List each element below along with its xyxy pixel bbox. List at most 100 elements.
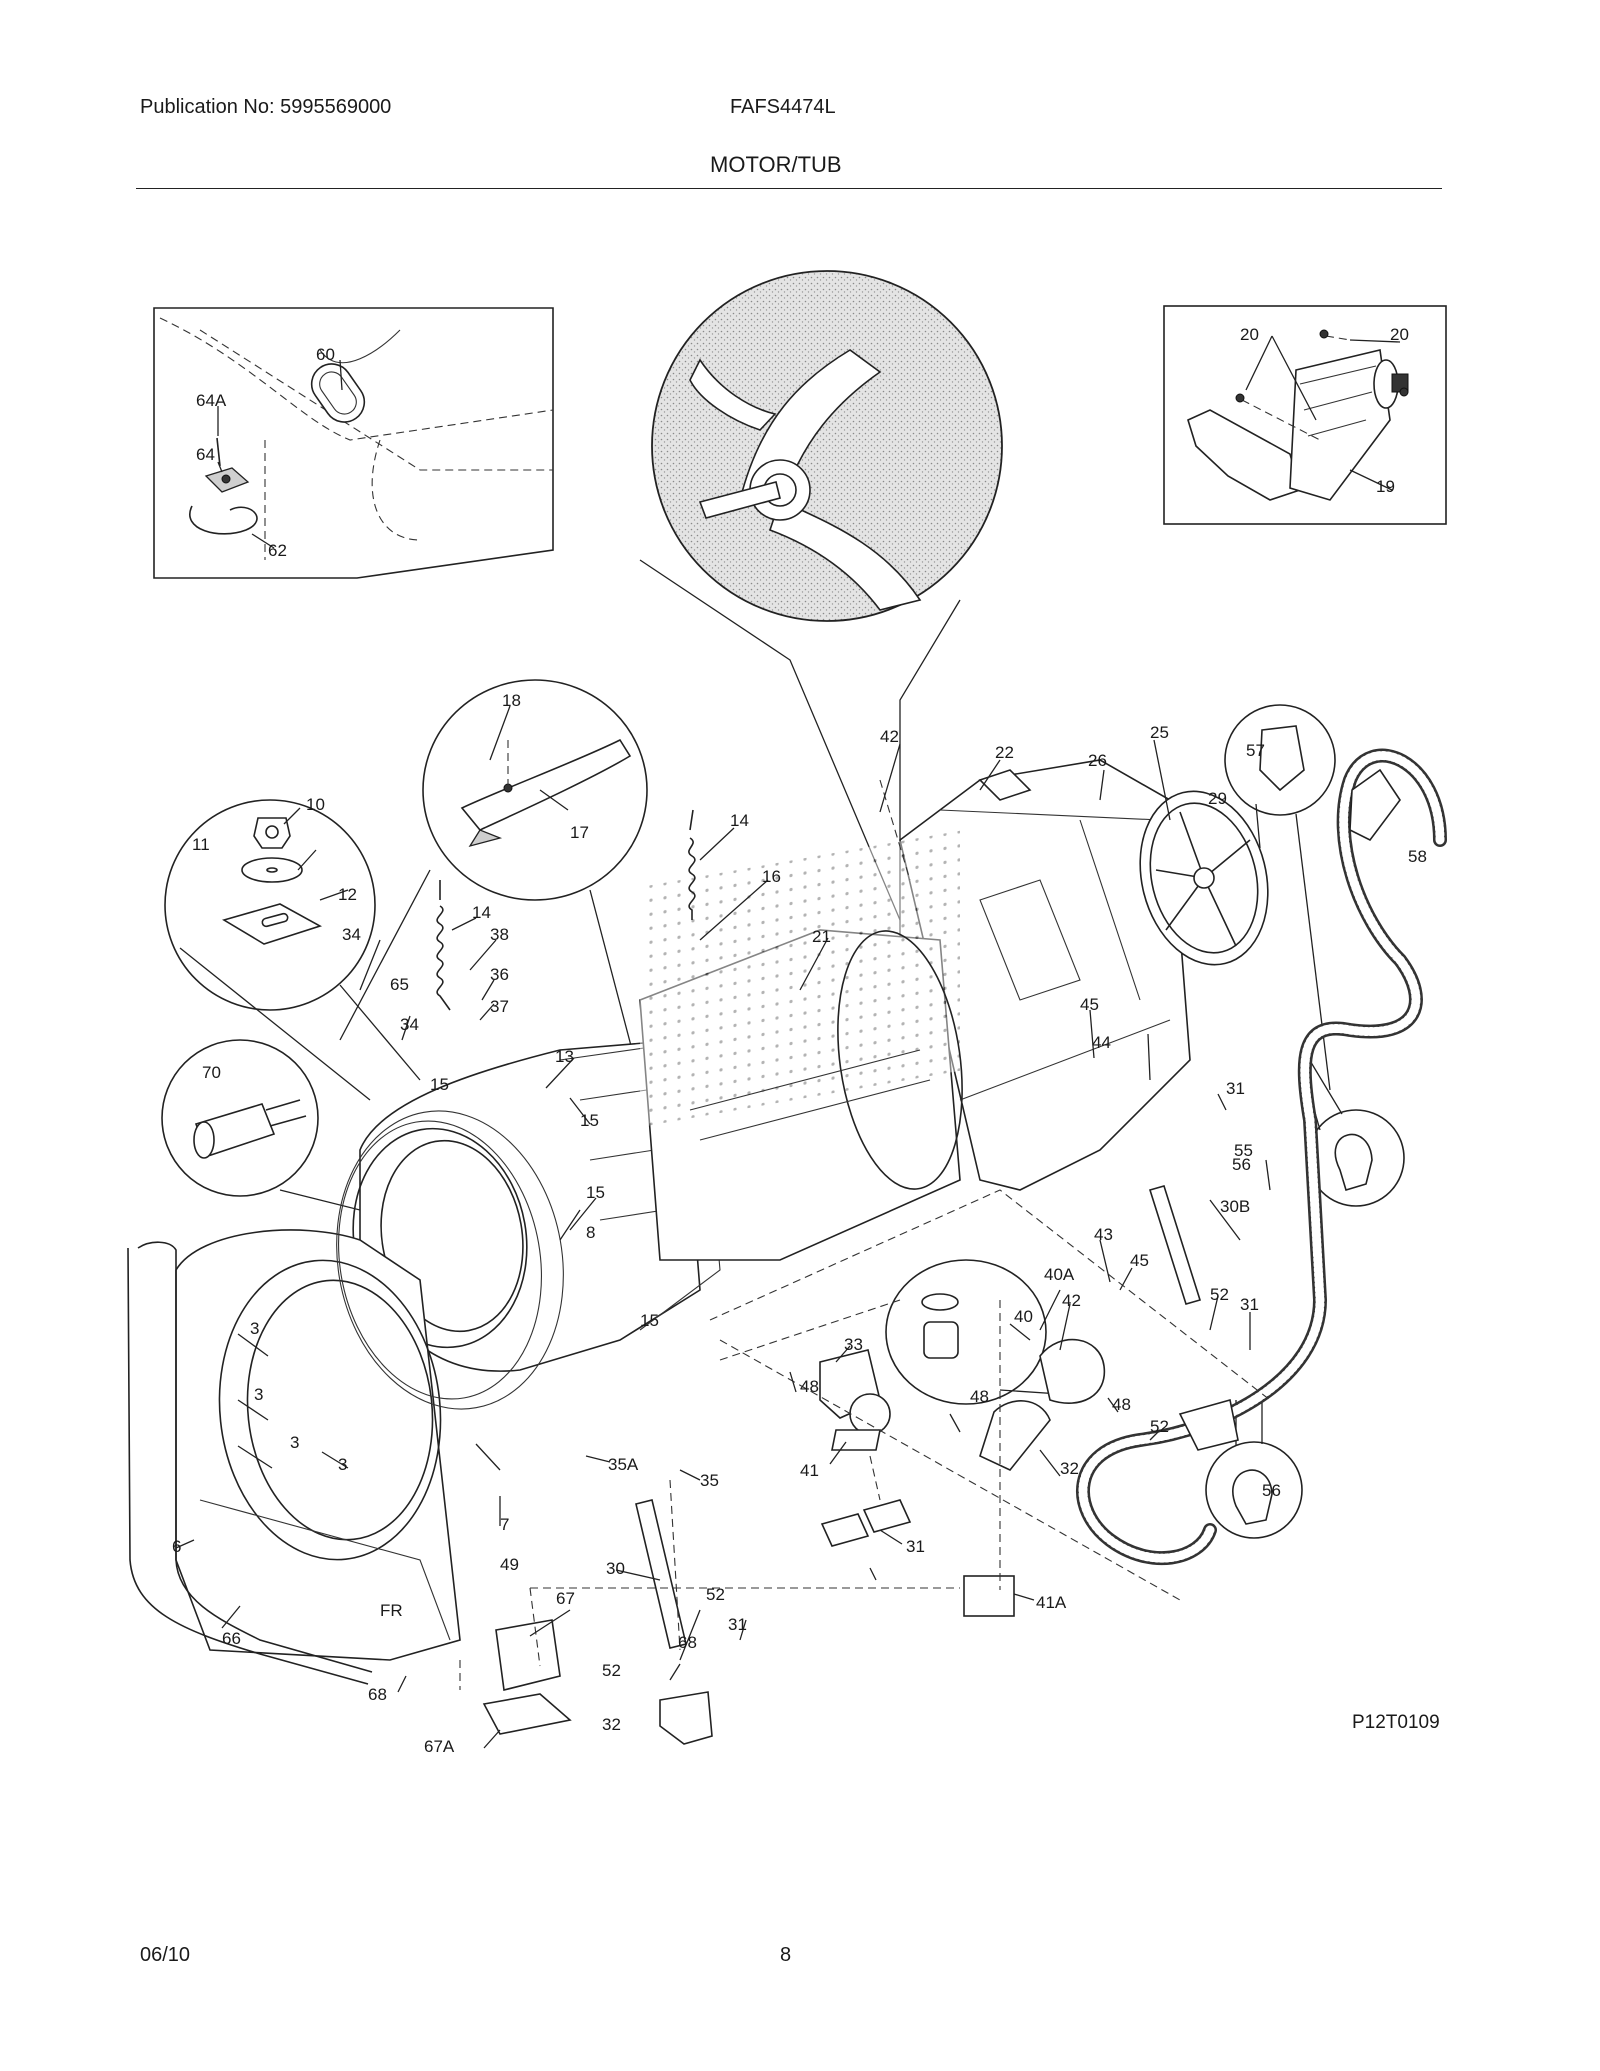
publication-number: Publication No: 5995569000	[140, 96, 392, 118]
callout-label: 19	[1376, 477, 1395, 496]
rear-tub-housing	[899, 759, 1191, 1191]
callout-label: 31	[1226, 1079, 1245, 1098]
callout-label: 68	[368, 1685, 387, 1704]
callout-label: 31	[728, 1615, 747, 1634]
callout-label: 60	[316, 345, 335, 364]
callout-label: 16	[762, 867, 781, 886]
callout-label: 48	[1112, 1395, 1131, 1414]
callout-label: 35	[700, 1471, 719, 1490]
front-door-frame	[127, 1229, 461, 1685]
callout-label: 20	[1240, 325, 1259, 344]
callout-label: 68	[678, 1633, 697, 1652]
detail-circle-nut-washer	[164, 799, 421, 1101]
callout-label: 52	[1150, 1417, 1169, 1436]
callout-label: 29	[1208, 789, 1227, 808]
callout-label: 14	[730, 811, 749, 830]
callout-label: 62	[268, 541, 287, 560]
callout-label: 7	[500, 1515, 509, 1534]
publication-date: 06/10	[140, 1944, 191, 1966]
door-seal-boot	[336, 1110, 564, 1410]
callout-label: 30B	[1220, 1197, 1250, 1216]
callout-label: 3	[250, 1319, 259, 1338]
callout-label: 36	[490, 965, 509, 984]
callout-label: 37	[490, 997, 509, 1016]
callout-label: 43	[1094, 1225, 1113, 1244]
callout-label: 14	[472, 903, 491, 922]
model-number: FAFS4474L	[730, 96, 836, 118]
callout-label: 44	[1092, 1033, 1111, 1052]
callout-label: 52	[706, 1585, 725, 1604]
callout-label: 31	[1240, 1295, 1259, 1314]
callout-label: 45	[1130, 1251, 1149, 1270]
callout-label: 64	[196, 445, 215, 464]
inner-drum	[639, 830, 963, 1261]
callout-label: 8	[586, 1223, 595, 1242]
callout-label: 55	[1234, 1141, 1253, 1160]
callout-label: 64A	[196, 391, 227, 410]
callout-label: 34	[400, 1015, 419, 1034]
callout-label: 56	[1262, 1481, 1281, 1500]
callout-label: 49	[500, 1555, 519, 1574]
callout-label: 3	[254, 1385, 263, 1404]
inset-motor	[1163, 305, 1447, 525]
callout-label: 42	[1062, 1291, 1081, 1310]
dampers-and-feet	[482, 1185, 1239, 1745]
callout-label: 41	[800, 1461, 819, 1480]
drain-pump-assembly	[819, 1338, 1106, 1617]
callout-label: 67	[556, 1589, 575, 1608]
callout-label: 35A	[608, 1455, 639, 1474]
detail-circle-pump-filter	[885, 1259, 1061, 1405]
callout-label: 11	[192, 835, 210, 854]
detail-circle-part-57	[1224, 704, 1336, 1091]
callout-label: 6	[172, 1537, 181, 1556]
callout-label: 42	[880, 727, 899, 746]
callout-label: 48	[800, 1377, 819, 1396]
detail-circle-bracket	[339, 679, 648, 1081]
header-rule	[136, 188, 1442, 189]
callout-label: 26	[1088, 751, 1107, 770]
callout-label: 45	[1080, 995, 1099, 1014]
callout-label: 15	[640, 1311, 659, 1330]
callout-label: 13	[555, 1047, 574, 1066]
inset-door-lock	[153, 307, 554, 579]
callout-label: 3	[338, 1455, 347, 1474]
pulley-wheel	[1139, 790, 1269, 966]
callout-label: 10	[306, 795, 325, 814]
callout-label: 25	[1150, 723, 1169, 742]
callout-label: 66	[222, 1629, 241, 1648]
callout-label: 15	[586, 1183, 605, 1202]
figure-code: P12T0109	[1352, 1712, 1440, 1733]
callout-label: 32	[602, 1715, 621, 1734]
callout-label: 56	[1232, 1155, 1251, 1174]
callout-label: 3	[290, 1433, 299, 1452]
assembly-dash-lines	[459, 779, 1271, 1690]
callout-label: 18	[502, 691, 521, 710]
callout-label: 70	[202, 1063, 221, 1082]
callout-label: 48	[970, 1387, 989, 1406]
section-title: MOTOR/TUB	[710, 152, 842, 177]
suspension-springs	[436, 809, 696, 1011]
drain-hose	[1076, 748, 1447, 1566]
callout-label: 15	[580, 1111, 599, 1130]
callout-label: 40	[1014, 1307, 1033, 1326]
callout-label: 32	[1060, 1459, 1079, 1478]
callout-label: 57	[1246, 741, 1265, 760]
callout-label: 40A	[1044, 1265, 1075, 1284]
callout-label: 12	[338, 885, 357, 904]
callout-label: 34	[342, 925, 361, 944]
detail-circle-clamp-56-lower	[1205, 1400, 1303, 1539]
callout-label: 52	[1210, 1285, 1229, 1304]
callout-label: 33	[844, 1335, 863, 1354]
callout-label: FR	[380, 1601, 403, 1620]
callout-label: 67A	[424, 1737, 455, 1756]
callout-label: 41A	[1036, 1593, 1067, 1612]
detail-circle-wire-connector	[161, 1039, 401, 1221]
callout-label: 38	[490, 925, 509, 944]
magnified-spider-detail	[639, 270, 1003, 1120]
callout-label: 22	[995, 743, 1014, 762]
callout-leaders	[175, 359, 1271, 1749]
callout-label: 52	[602, 1661, 621, 1680]
callout-label: 58	[1408, 847, 1427, 866]
